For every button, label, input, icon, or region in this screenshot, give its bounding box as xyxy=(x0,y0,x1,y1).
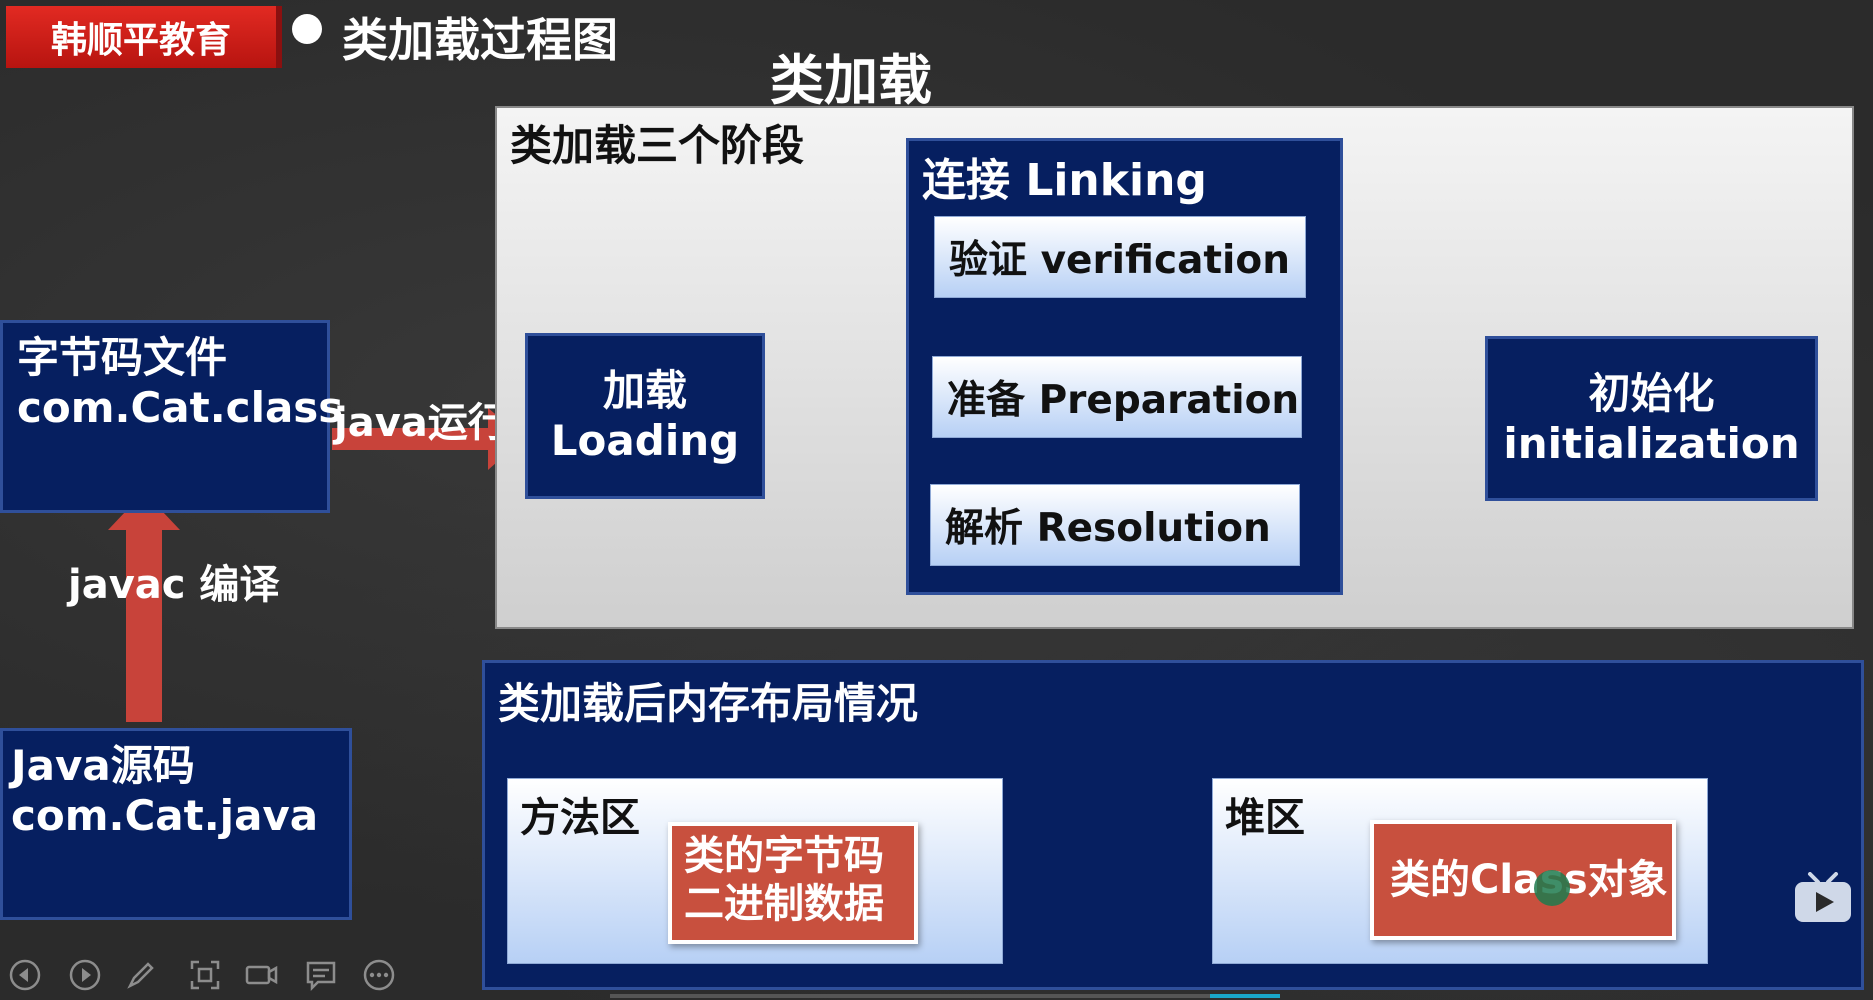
loading-en: Loading xyxy=(550,416,740,465)
bytecode-file-title: 字节码文件 xyxy=(17,333,228,382)
source-file-name: com.Cat.java xyxy=(11,791,319,840)
source-file-title: Java源码 xyxy=(11,741,195,790)
progress-track[interactable] xyxy=(610,994,1280,998)
prev-icon[interactable] xyxy=(8,958,42,992)
initialization-en: initialization xyxy=(1503,418,1800,468)
loading-cn: 加载 xyxy=(602,366,687,415)
verification-box: 验证 verification xyxy=(934,216,1306,298)
bytecode-data-box: 类的字节码 二进制数据 xyxy=(668,822,918,944)
camera-icon[interactable] xyxy=(244,958,278,992)
resolution-box: 解析 Resolution xyxy=(930,484,1300,566)
initialization-box: 初始化 initialization xyxy=(1485,336,1818,501)
pen-icon[interactable] xyxy=(124,958,158,992)
slide-title: 类加载过程图 xyxy=(342,13,618,67)
bytecode-data-line1: 类的字节码 xyxy=(684,833,884,879)
pointer-cursor xyxy=(1534,870,1570,906)
bytecode-file-box: 字节码文件 com.Cat.class xyxy=(0,320,344,513)
comment-icon[interactable] xyxy=(304,958,338,992)
bytecode-data-line2: 二进制数据 xyxy=(684,881,884,927)
compile-arrow xyxy=(108,492,180,722)
brand-label: 韩顺平教育 xyxy=(6,6,282,68)
next-icon[interactable] xyxy=(68,958,102,992)
run-label: java运行 xyxy=(334,400,508,446)
heap-area-label: 堆区 xyxy=(1225,795,1305,841)
screenshot-icon[interactable] xyxy=(188,958,222,992)
bytecode-file-name: com.Cat.class xyxy=(17,383,344,432)
source-file-box: Java源码 com.Cat.java xyxy=(0,728,352,920)
method-area-label: 方法区 xyxy=(520,795,640,841)
main-heading: 类加载 xyxy=(770,49,932,112)
initialization-cn: 初始化 xyxy=(1588,368,1715,418)
compile-label: javac 编译 xyxy=(68,562,280,608)
more-icon[interactable] xyxy=(362,958,396,992)
loading-box: 加载 Loading xyxy=(525,333,765,499)
memory-title: 类加载后内存布局情况 xyxy=(498,679,919,728)
preparation-box: 准备 Preparation xyxy=(932,356,1302,438)
stages-title: 类加载三个阶段 xyxy=(510,121,805,170)
progress-indicator[interactable] xyxy=(1210,994,1280,998)
class-object-box: 类的Class对象 xyxy=(1370,820,1676,940)
tv-icon[interactable] xyxy=(1792,872,1854,924)
bullet-icon xyxy=(292,14,322,44)
linking-title: 连接 Linking xyxy=(922,155,1207,206)
